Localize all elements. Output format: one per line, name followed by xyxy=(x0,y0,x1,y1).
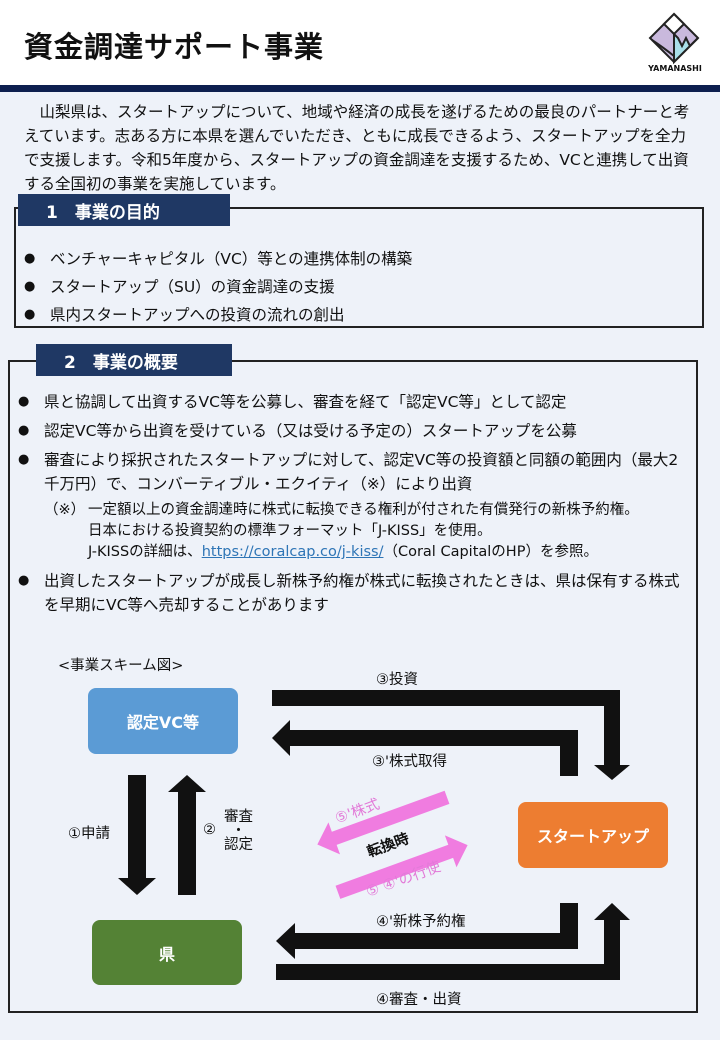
footnote: （※） 一定額以上の資金調達時に株式に転換できる権利が付された有償発行の新株予約… xyxy=(44,502,639,560)
label-invest: ③投資 xyxy=(376,672,418,688)
list-item: ベンチャーキャピタル（VC）等との連携体制の構築 xyxy=(16,247,702,271)
section-heading: 1 事業の目的 xyxy=(18,194,230,226)
header xyxy=(0,0,720,85)
node-certified-vc: 認定VC等 xyxy=(88,688,238,754)
list-item: 県内スタートアップへの投資の流れの創出 xyxy=(16,303,702,327)
list-item: スタートアップ（SU）の資金調達の支援 xyxy=(16,275,702,299)
node-prefecture: 県 xyxy=(92,920,242,985)
header-divider xyxy=(0,85,720,92)
intro-text: 山梨県は、スタートアップについて、地域や経済の成長を遂げるための最良のパートナー… xyxy=(24,103,690,193)
label-share-acquisition: ③'株式取得 xyxy=(372,754,447,770)
arrow-review-invest xyxy=(276,903,630,980)
node-startup: スタートアップ xyxy=(518,802,668,868)
list-item: 審査により採択されたスタートアップに対して、認定VC等の投資額と同額の範囲内（最… xyxy=(10,448,682,496)
pink-arrow-exercise xyxy=(335,835,468,899)
pink-arrow-share xyxy=(317,790,450,855)
page-title: 資金調達サポート事業 xyxy=(24,30,325,64)
label-approve: 審査 ・ 認定 xyxy=(224,809,253,853)
yamanashi-logo xyxy=(648,12,700,65)
label-apply: ①申請 xyxy=(68,826,110,842)
diagram-caption: <事業スキーム図> xyxy=(58,658,184,674)
section-overview: 県と協調して出資するVC等を公募し、審査を経て「認定VC等」として認定 認定VC… xyxy=(8,360,698,1013)
arrow-invest xyxy=(272,690,630,780)
list-item: 出資したスタートアップが成長し新株予約権が株式に転換されたときは、県は保有する株… xyxy=(10,569,682,617)
list-item: 認定VC等から出資を受けている（又は受ける予定の）スタートアップを公募 xyxy=(10,419,682,443)
section-purpose: ベンチャーキャピタル（VC）等との連携体制の構築 スタートアップ（SU）の資金調… xyxy=(14,207,704,328)
section-heading: 2 事業の概要 xyxy=(36,344,232,376)
label-approve-num: ② xyxy=(203,822,216,838)
label-warrant: ④'新株予約権 xyxy=(376,914,466,930)
arrow-share-acquisition xyxy=(272,720,578,776)
j-kiss-link[interactable]: https://coralcap.co/j-kiss/ xyxy=(201,544,384,560)
arrow-warrant xyxy=(276,903,578,959)
label-review-invest: ④審査・出資 xyxy=(376,992,462,1008)
arrow-approve xyxy=(168,775,206,895)
arrow-apply xyxy=(118,775,156,895)
list-item: 県と協調して出資するVC等を公募し、審査を経て「認定VC等」として認定 xyxy=(10,390,682,414)
logo-text: YAMANASHI xyxy=(648,64,702,73)
